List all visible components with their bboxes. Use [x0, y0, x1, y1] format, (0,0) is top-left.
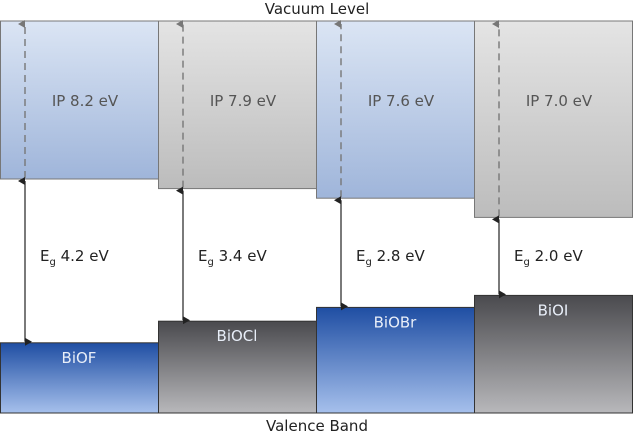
valence-box-bioi	[474, 294, 633, 414]
ionization-box-bioi	[474, 20, 633, 218]
valence-box-biocl	[158, 320, 317, 414]
ionization-box-biobr	[316, 20, 475, 199]
band-gap-label: Eg 4.2 eV	[40, 247, 109, 268]
material-label: BiOBr	[374, 313, 418, 331]
valence-box-biobr	[316, 306, 475, 414]
material-label: BiOI	[538, 301, 569, 319]
band-gap-label: Eg 2.8 eV	[356, 247, 425, 268]
material-label: BiOF	[62, 349, 97, 367]
band-gap-label: Eg 3.4 eV	[198, 247, 267, 268]
ionization-box-biof	[0, 20, 159, 180]
vacuum-level-label: Vacuum Level	[265, 0, 370, 18]
ip-label: IP 7.6 eV	[368, 92, 435, 110]
band-gap-label: Eg 2.0 eV	[514, 247, 583, 268]
ip-label: IP 8.2 eV	[52, 92, 119, 110]
ip-label: IP 7.0 eV	[526, 92, 593, 110]
valence-band-label: Valence Band	[266, 417, 368, 434]
ip-label: IP 7.9 eV	[210, 92, 277, 110]
valence-box-biof	[0, 342, 159, 414]
material-label: BiOCl	[217, 327, 258, 345]
